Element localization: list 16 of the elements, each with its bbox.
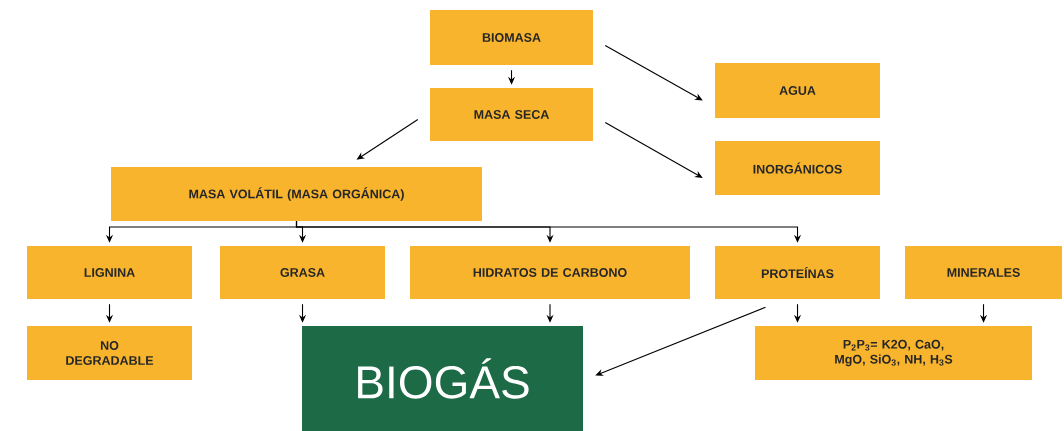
- process-box: P$_{2}$P$_{3}$= K2O, CaO, MgO, SiO$_{3}$, NH, H$_{3}$S: [755, 326, 1032, 380]
- arrow: [595, 306, 767, 376]
- arrow: [604, 44, 703, 101]
- process-box: LIGNINA: [27, 246, 192, 299]
- process-box: INORGÁNICOS: [715, 141, 880, 195]
- process-box: GRASA: [220, 246, 385, 299]
- process-box: AGUA: [715, 63, 880, 118]
- process-box: MASA SECA: [430, 88, 593, 141]
- process-box: MINERALES: [905, 246, 1062, 299]
- process-box: NO DEGRADABLE: [27, 326, 192, 380]
- process-box: BIOMASA: [430, 10, 593, 65]
- process-box: MASA VOLÁTIL (MASA ORGÁNICA): [111, 167, 482, 221]
- result-box: BIOGÁS: [302, 326, 583, 431]
- arrow: [604, 121, 703, 178]
- process-box: PROTEÍNAS: [715, 246, 880, 299]
- process-box: HIDRATOS DE CARBONO: [410, 246, 690, 299]
